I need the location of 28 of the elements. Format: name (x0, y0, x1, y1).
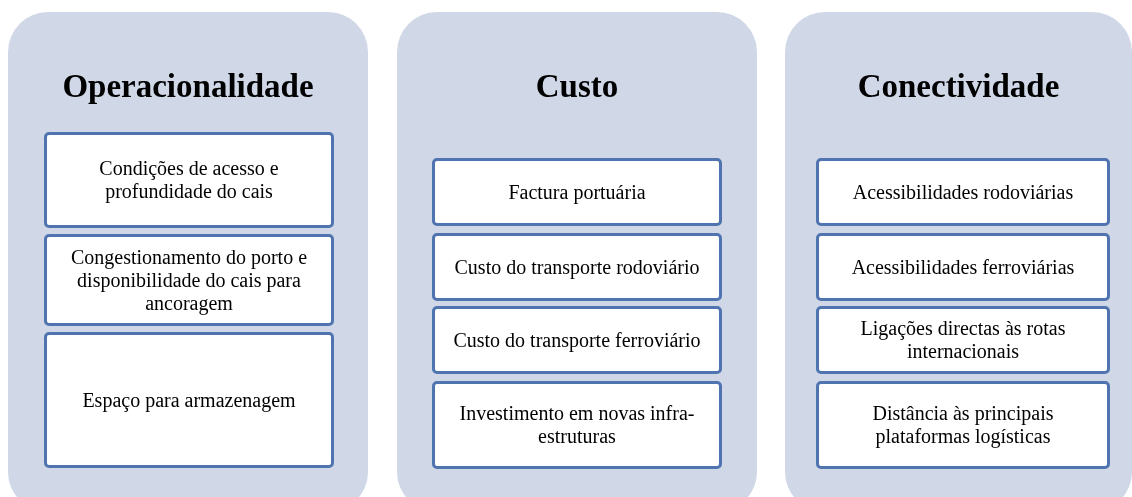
category-heading: Operacionalidade (61, 68, 315, 105)
factor-text: Condições de acesso e profundidade do cais (98, 157, 280, 203)
factor-text: Factura portuária (507, 180, 647, 204)
category-panel (785, 12, 1132, 497)
category-heading: Conectividade (856, 68, 1061, 105)
factor-text: Acessibilidades ferroviárias (850, 255, 1076, 279)
factor-text: Congestionamento do porto e disponibilidade do cais para ancoragem (69, 245, 309, 315)
factor-box (432, 381, 722, 469)
factor-box (816, 306, 1110, 374)
factor-box (816, 233, 1110, 301)
category-heading: Custo (534, 68, 620, 105)
factor-box (44, 132, 334, 228)
factor-box (432, 158, 722, 226)
factor-box (432, 233, 722, 301)
category-panel (397, 12, 757, 497)
factor-box (44, 234, 334, 326)
factor-text: Investimento em novas infra-estruturas (458, 402, 696, 448)
factor-text: Custo do transporte rodoviário (453, 255, 701, 279)
factor-text: Acessibilidades rodoviárias (851, 180, 1075, 204)
category-panel (8, 12, 368, 497)
factor-box (44, 332, 334, 468)
factor-text: Custo do transporte ferroviário (452, 328, 702, 352)
factor-box (816, 381, 1110, 469)
factor-box (432, 306, 722, 374)
factor-text: Ligações directas às rotas internacionais (859, 317, 1067, 363)
factor-text: Distância às principais plataformas logísticas (871, 402, 1055, 448)
factor-box (816, 158, 1110, 226)
factor-text: Espaço para armazenagem (81, 388, 297, 412)
